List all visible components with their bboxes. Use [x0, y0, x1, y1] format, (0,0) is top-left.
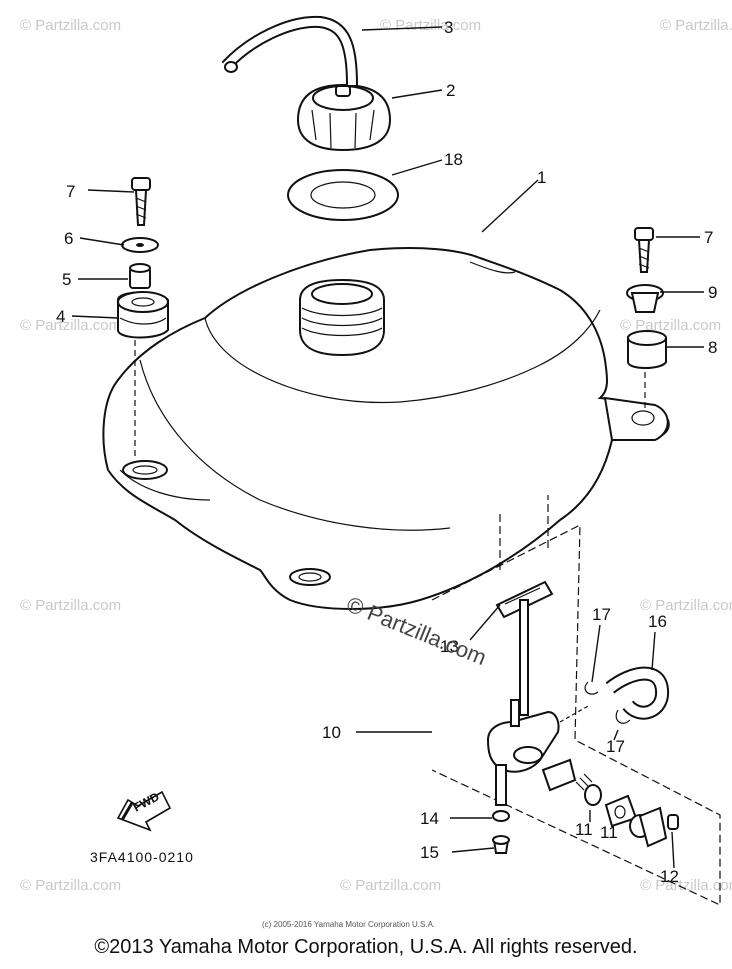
fwd-arrow: FWD — [116, 789, 172, 832]
callout-15: 15 — [420, 843, 439, 862]
callout-7-left: 7 — [66, 182, 75, 201]
callout-18: 18 — [444, 150, 463, 169]
breather-hose — [221, 15, 358, 86]
fuel-cock-assembly — [431, 495, 721, 906]
callout-11-left: 11 — [575, 820, 593, 839]
callout-3: 3 — [444, 18, 453, 37]
leader-lines — [71, 26, 704, 869]
center-watermark: © Partzilla.com — [343, 591, 490, 670]
callout-16: 16 — [648, 612, 667, 631]
diagram-code: 3FA4100-0210 — [90, 849, 194, 865]
watermark-text: © Partzilla.com — [380, 17, 481, 34]
callout-1: 1 — [537, 168, 546, 187]
callout-14: 14 — [420, 809, 439, 828]
watermark-text: © Partzilla.com — [640, 597, 732, 614]
callout-10: 10 — [322, 723, 341, 742]
watermark-text: © Partzilla.com — [20, 597, 121, 614]
right-mount-hardware — [626, 227, 667, 410]
watermark-text: © Partzilla.com — [20, 317, 121, 334]
fuel-tank — [102, 246, 670, 610]
callout-7-right: 7 — [704, 228, 713, 247]
watermark-text: © Partzilla.com — [660, 17, 732, 34]
cap-gasket — [287, 169, 399, 221]
left-mount-hardware — [117, 177, 169, 460]
part-callouts: 3 2 18 1 7 6 5 4 7 9 8 10 13 17 16 17 14… — [56, 18, 717, 886]
callout-8: 8 — [708, 338, 717, 357]
callout-9: 9 — [708, 283, 717, 302]
callout-13: 13 — [440, 637, 459, 656]
watermark-text: © Partzilla.com — [640, 877, 732, 894]
callout-12: 12 — [660, 867, 679, 886]
callout-6: 6 — [64, 229, 73, 248]
callout-11-right: 11 — [600, 823, 618, 842]
callout-17-bottom: 17 — [606, 737, 625, 756]
callout-4: 4 — [56, 307, 65, 326]
watermark-text: © Partzilla.com — [340, 877, 441, 894]
watermark-text: © Partzilla.com — [20, 17, 121, 34]
watermark-text: © Partzilla.com — [20, 877, 121, 894]
watermark-text: © Partzilla.com — [620, 317, 721, 334]
callout-5: 5 — [62, 270, 71, 289]
fuel-cap — [296, 83, 392, 152]
copyright-notice: ©2013 Yamaha Motor Corporation, U.S.A. A… — [94, 936, 638, 958]
fine-print: (c) 2005-2016 Yamaha Motor Corporation U… — [262, 920, 435, 929]
callout-2: 2 — [446, 81, 455, 100]
callout-17-top: 17 — [592, 605, 611, 624]
